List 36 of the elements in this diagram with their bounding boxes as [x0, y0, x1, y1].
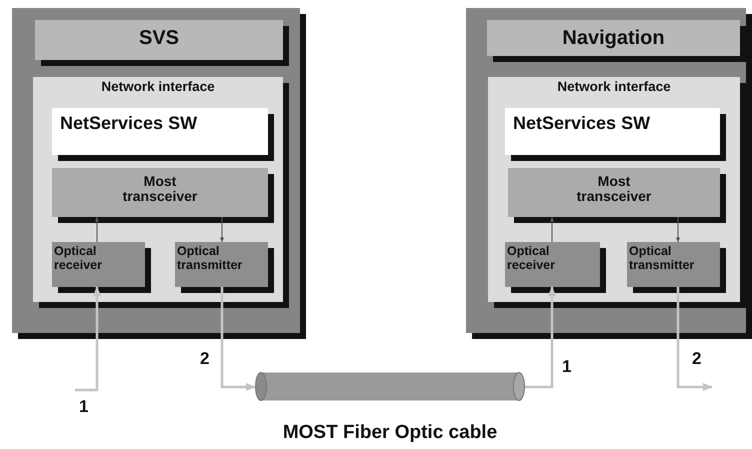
software-box	[52, 108, 268, 155]
arrow	[525, 286, 556, 388]
node-label: Navigation	[561, 27, 666, 49]
node-label: Optical transmitter	[628, 245, 696, 272]
optical-box	[52, 242, 145, 287]
node-label: Optical transmitter	[176, 245, 244, 272]
arrow	[676, 287, 713, 391]
device-title-bar	[35, 20, 283, 60]
node-label: Most transceiver	[122, 174, 198, 205]
node-label: Network interface	[100, 80, 216, 95]
optical-box	[505, 242, 600, 287]
node-label: Most transceiver	[576, 174, 652, 205]
optical-box	[175, 242, 268, 287]
arrow	[220, 216, 224, 242]
device-box	[466, 8, 746, 333]
device-title-bar	[487, 20, 740, 56]
node-label: SVS	[138, 27, 180, 49]
transceiver-box	[508, 168, 720, 217]
arrow	[220, 287, 256, 391]
arrow	[95, 216, 99, 242]
arrow	[550, 216, 554, 242]
node-label: Network interface	[556, 80, 672, 95]
device-box	[12, 8, 300, 333]
arrow	[676, 216, 680, 242]
network-interface-panel	[33, 77, 283, 302]
node-label: Optical receiver	[53, 245, 103, 272]
node-label: Optical receiver	[506, 245, 556, 272]
network-interface-panel	[488, 77, 740, 302]
node-label: NetServices SW	[512, 114, 652, 134]
cable-caption: MOST Fiber Optic cable	[282, 423, 498, 444]
node-label: NetServices SW	[59, 114, 198, 134]
transceiver-box	[52, 168, 268, 217]
arrow	[75, 286, 101, 392]
fiber-optic-cable	[255, 372, 525, 401]
software-box	[505, 108, 720, 155]
optical-box	[627, 242, 720, 287]
